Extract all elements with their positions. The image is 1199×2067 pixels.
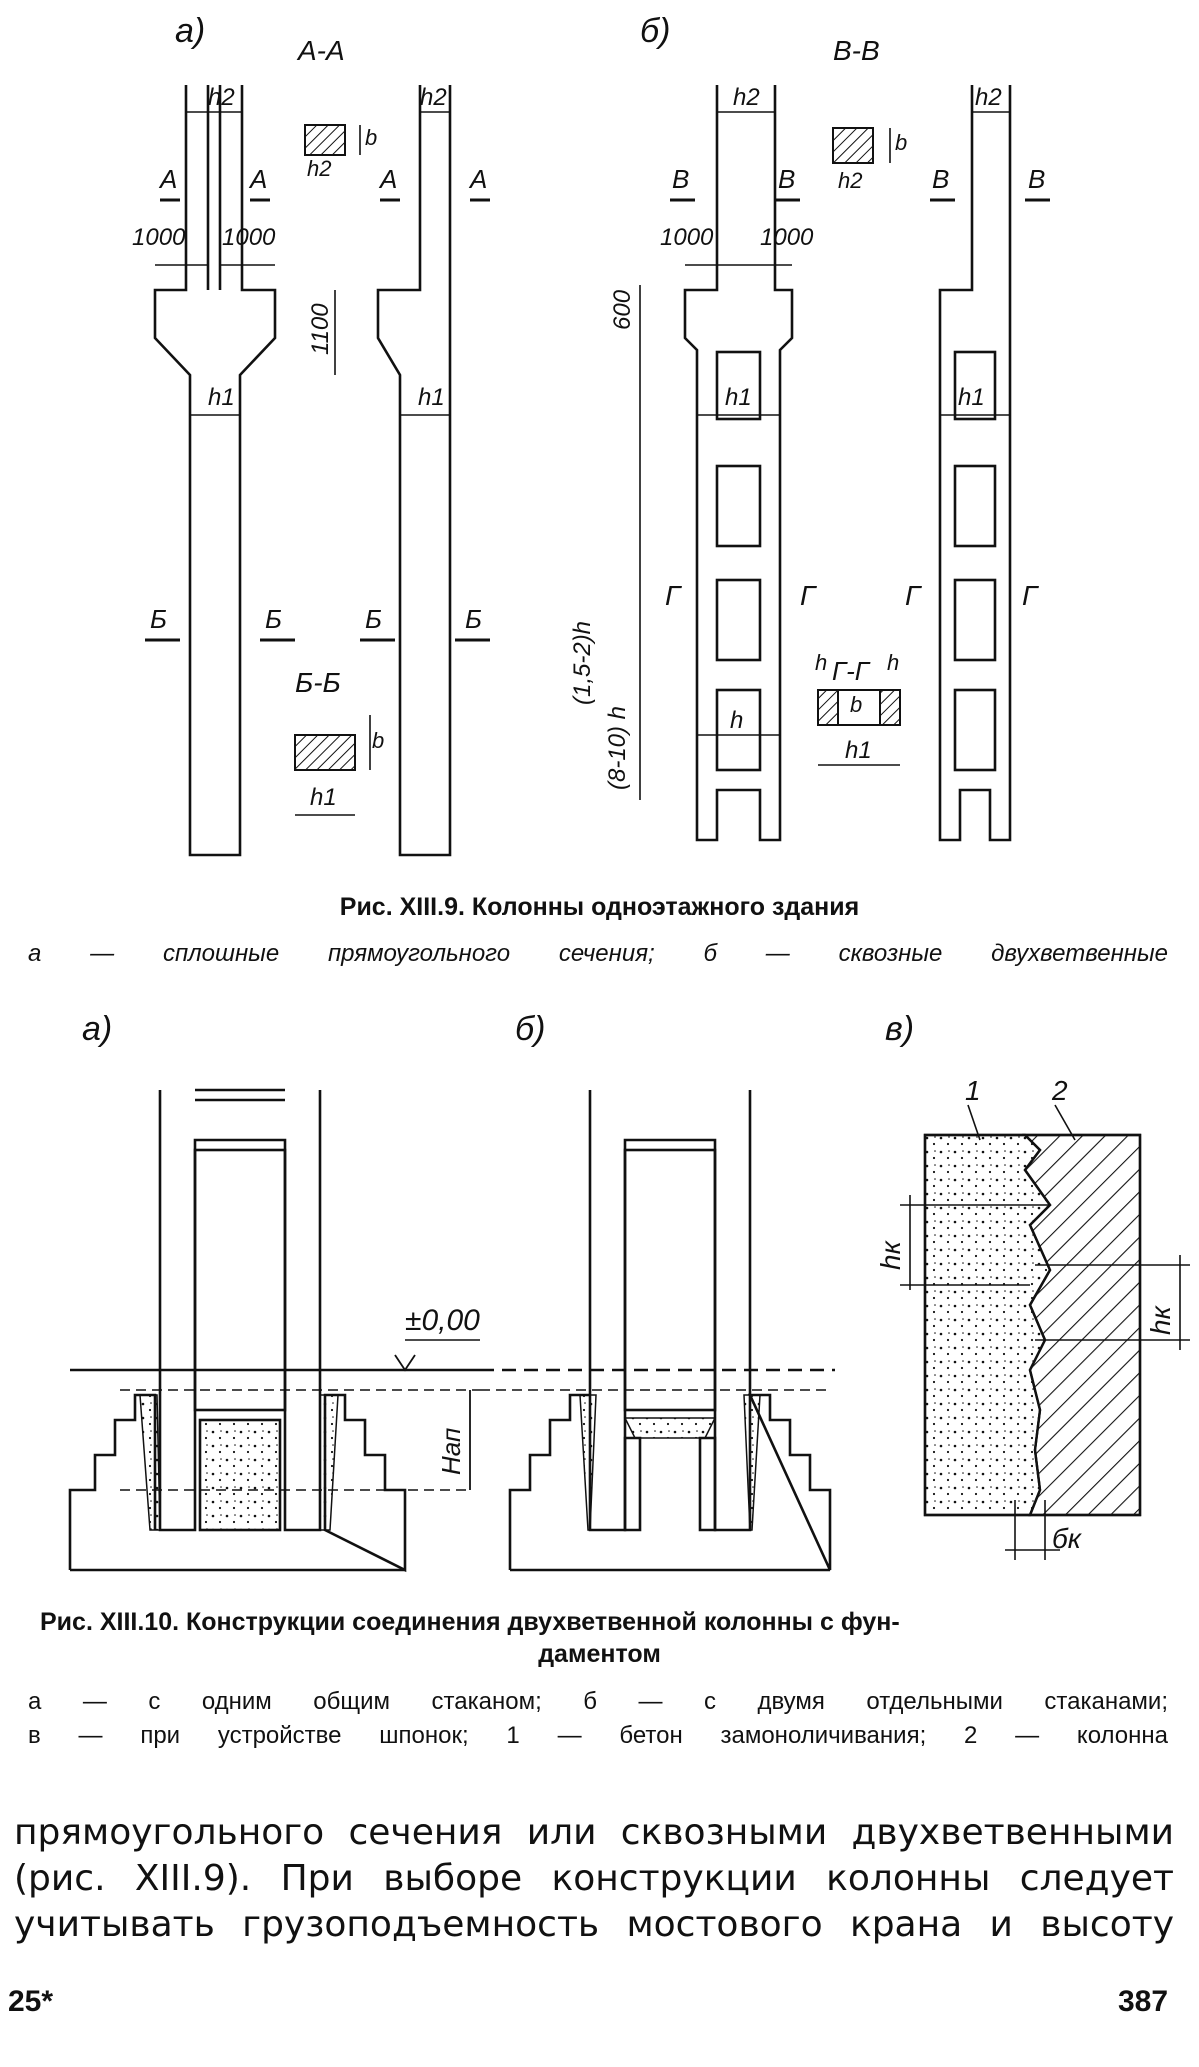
bk-label: бк bbox=[1052, 1523, 1083, 1554]
dim-1-5-2h: (1,5-2)h bbox=[569, 621, 596, 705]
b1-opening-1 bbox=[715, 350, 762, 421]
column-a1-outline bbox=[153, 85, 277, 857]
figure-xiii-10-drawing: а) б) в) ±0,00 Hап hк hк бк 1 2 bbox=[68, 1010, 1190, 1573]
b2-opening-1 bbox=[953, 350, 997, 421]
fig10-panel-a: а) bbox=[82, 1010, 112, 1048]
fig9-caption-title: Рис. XIII.9. Колонны одноэтажного здания bbox=[339, 893, 860, 921]
sec-aa-label: А-А bbox=[296, 35, 345, 66]
dim-1000-b1r: 1000 bbox=[760, 224, 814, 251]
fig9-panel-a: а) bbox=[175, 12, 205, 50]
h1-b2: h1 bbox=[958, 384, 985, 411]
b-sec-gg: b bbox=[850, 692, 862, 717]
fig9-panel-b: б) bbox=[640, 12, 670, 50]
b2-opening-3 bbox=[953, 578, 997, 662]
dim-1000-a1r: 1000 bbox=[222, 224, 276, 251]
b2-opening-4 bbox=[953, 688, 997, 772]
b1-opening-4 bbox=[715, 688, 762, 772]
mark-g-4: Г bbox=[1022, 580, 1039, 611]
b1-opening-3 bbox=[715, 578, 762, 662]
b-sec-vv: b bbox=[895, 130, 907, 155]
column-b1-outline bbox=[683, 85, 794, 842]
signature-mark: 25* bbox=[8, 1985, 54, 2018]
h1-a2: h1 bbox=[418, 384, 445, 411]
dim-1000-b1l: 1000 bbox=[660, 224, 714, 251]
fig10-caption-line-2: в — при устройстве шпонок; 1 — бетон зам… bbox=[28, 1722, 1168, 1749]
mark-a-3: А bbox=[378, 164, 397, 194]
h2-a1: h2 bbox=[208, 84, 235, 111]
h-b1: h bbox=[730, 707, 743, 734]
figure-xiii-9-drawing: а) б) А-А В-В Б-Б Г-Г А А А А Б Б Б Б В … bbox=[132, 12, 1050, 857]
section-bb-hatch bbox=[294, 734, 356, 771]
dim-1000-a1l: 1000 bbox=[132, 224, 186, 251]
h2-a2: h2 bbox=[420, 84, 447, 111]
fig10-caption-title-2: даментом bbox=[538, 1640, 661, 1668]
body-line-1: прямоугольного сечения или сквозными дву… bbox=[14, 1812, 1174, 1853]
section-vv-hatch bbox=[832, 127, 874, 164]
mark-a-4: А bbox=[468, 164, 487, 194]
mark-v-3: В bbox=[932, 164, 949, 194]
hap-label: Hап bbox=[436, 1428, 466, 1475]
h2-sec-vv: h2 bbox=[838, 168, 862, 193]
mark-b-2: Б bbox=[265, 604, 282, 634]
body-line-3: учитывать грузоподъемность мостового кра… bbox=[14, 1904, 1174, 1945]
mark-b-4: Б bbox=[465, 604, 482, 634]
fig10-panel-v: в) bbox=[885, 1010, 914, 1048]
mark-v-4: В bbox=[1028, 164, 1045, 194]
h1-b1: h1 bbox=[725, 384, 752, 411]
hk-label-right: hк bbox=[1145, 1304, 1176, 1335]
column-b2-outline bbox=[938, 85, 1012, 842]
sec-vv-label: В-В bbox=[833, 35, 880, 66]
section-gg-right-hatch bbox=[879, 689, 901, 726]
column-a2-outline bbox=[376, 85, 452, 857]
mark-b-1: Б bbox=[150, 604, 167, 634]
sec-bb-label: Б-Б bbox=[295, 667, 341, 698]
mark-v-1: В bbox=[672, 164, 689, 194]
h-gg-right: h bbox=[887, 650, 899, 675]
body-line-2: (рис. XIII.9). При выборе конструкции ко… bbox=[14, 1858, 1174, 1899]
hk-label-left: hк bbox=[875, 1239, 906, 1270]
label-1: 1 bbox=[965, 1075, 981, 1106]
b1-opening-2 bbox=[715, 464, 762, 548]
body-paragraph: прямоугольного сечения или сквозными дву… bbox=[14, 1810, 1174, 1948]
mark-g-3: Г bbox=[905, 580, 922, 611]
section-aa-hatch bbox=[304, 124, 346, 156]
section-gg-left-hatch bbox=[817, 689, 839, 726]
fig10-caption-title-1: Рис. XIII.10. Конструкции соединения дву… bbox=[40, 1608, 900, 1636]
mark-a-2: А bbox=[248, 164, 267, 194]
h2-b1: h2 bbox=[733, 84, 760, 111]
mark-b-3: Б bbox=[365, 604, 382, 634]
h-gg-left: h bbox=[815, 650, 827, 675]
dim-8-10h: (8-10) h bbox=[604, 706, 631, 790]
h2-b2: h2 bbox=[975, 84, 1002, 111]
b-sec-aa: b bbox=[365, 125, 377, 150]
b-sec-bb: b bbox=[372, 728, 384, 753]
h1-a1: h1 bbox=[208, 384, 235, 411]
sec-gg-label: Г-Г bbox=[832, 656, 871, 686]
mark-v-2: В bbox=[778, 164, 795, 194]
b2-opening-2 bbox=[953, 464, 997, 548]
mark-g-2: Г bbox=[800, 580, 817, 611]
fig10-caption-line-1: а — с одним общим стаканом; б — с двумя … bbox=[28, 1688, 1168, 1715]
h2-sec-aa: h2 bbox=[307, 156, 331, 181]
h1-sec-gg: h1 bbox=[845, 737, 872, 764]
mark-g-1: Г bbox=[665, 580, 682, 611]
dim-600: 600 bbox=[609, 289, 636, 330]
fig9-caption-text: а — сплошные прямоугольного сечения; б —… bbox=[28, 940, 1168, 967]
fig10-panel-b: б) bbox=[515, 1010, 545, 1048]
label-2: 2 bbox=[1051, 1075, 1068, 1106]
dim-1100: 1100 bbox=[307, 303, 334, 355]
zero-level-label: ±0,00 bbox=[405, 1304, 480, 1337]
mark-a-1: А bbox=[158, 164, 177, 194]
h1-sec-bb: h1 bbox=[310, 784, 337, 811]
page-number: 387 bbox=[1118, 1985, 1169, 2018]
